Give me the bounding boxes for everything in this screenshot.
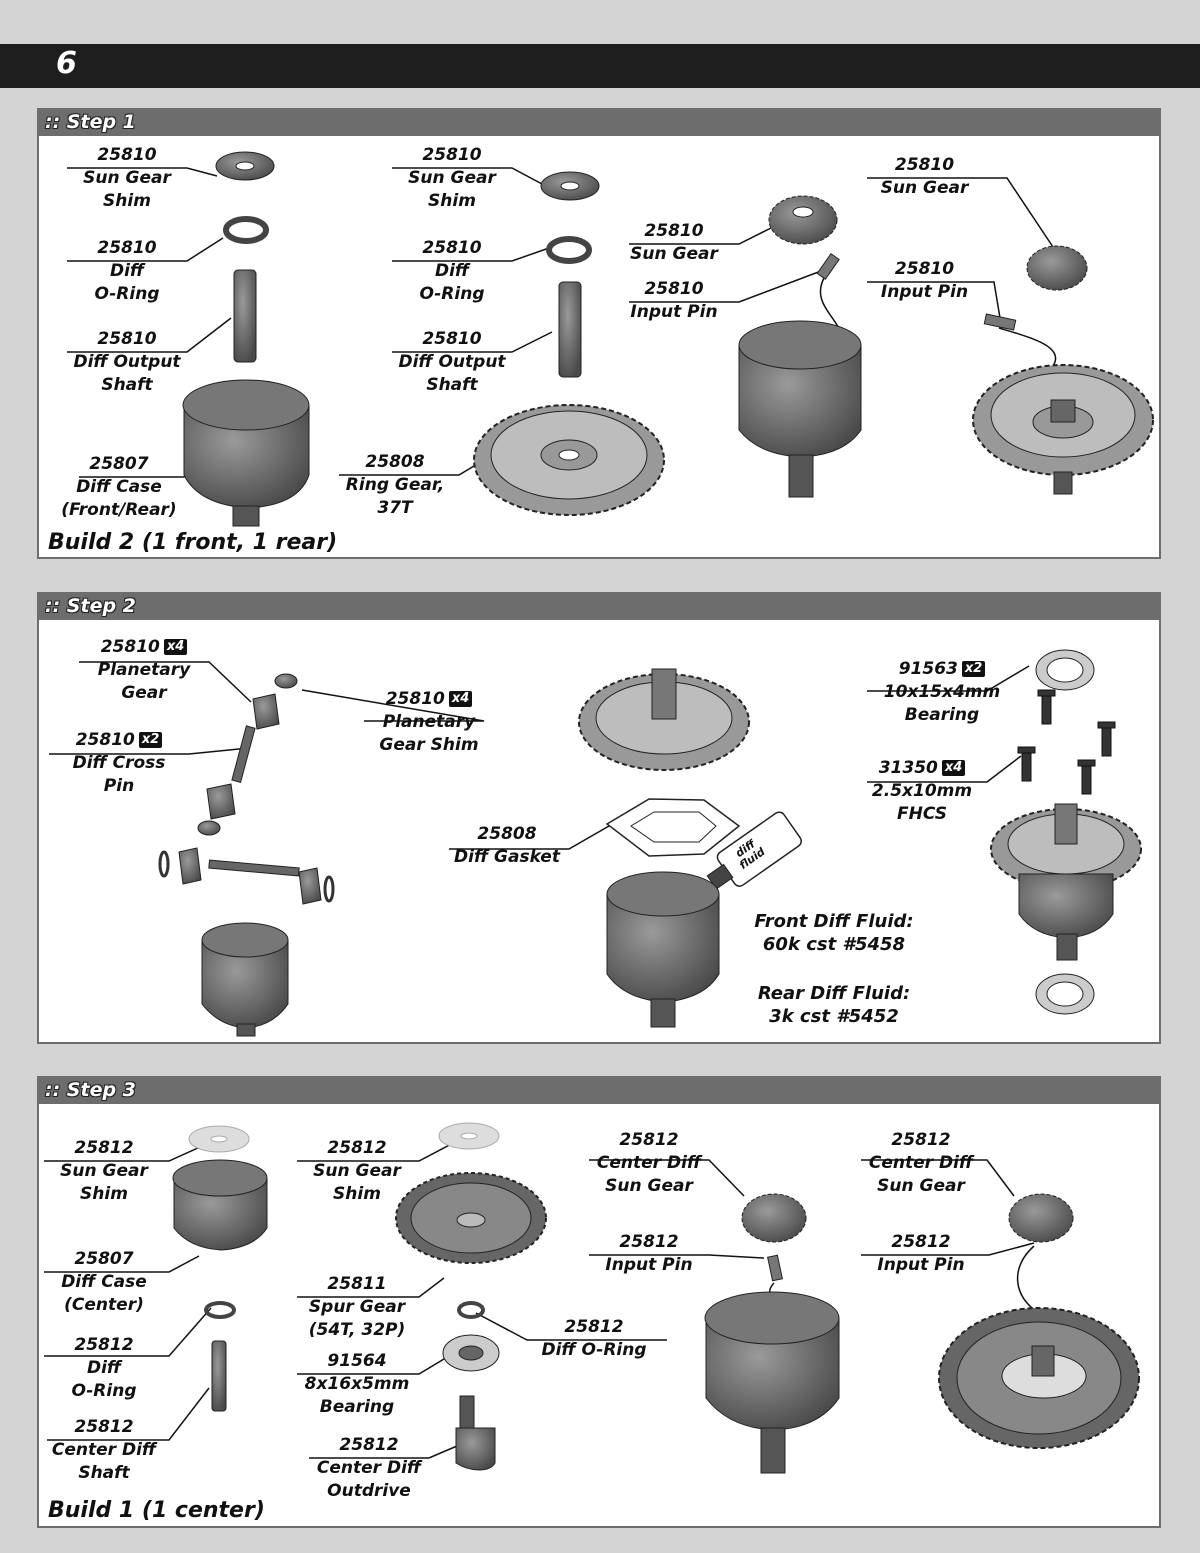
step-1-title: :: Step 1	[45, 111, 136, 133]
label-sun-gear: 25810 Sun Gear	[880, 155, 969, 198]
step-1-panel: :: Step 1	[37, 108, 1161, 559]
page-number: 6	[56, 46, 77, 81]
label-diff-case: 25807 Diff Case (Front/Rear)	[61, 454, 177, 520]
label-spur-gear: 25811 Spur Gear (54T, 32P)	[308, 1274, 406, 1340]
label-diff-case-center: 25807 Diff Case (Center)	[61, 1249, 147, 1315]
label-sun-gear: 25810 Sun Gear	[630, 221, 718, 264]
label-center-diff-outdrive: 25812 Center Diff Outdrive	[316, 1435, 422, 1501]
label-center-diff-sun-gear: 25812 Center Diff Sun Gear	[596, 1130, 702, 1196]
label-input-pin: 25810 Input Pin	[880, 259, 969, 302]
label-center-diff-sun-gear: 25812 Center Diff Sun Gear	[868, 1130, 974, 1196]
label-diff-o-ring: 25810 Diff O-Ring	[419, 238, 485, 304]
step-3-panel: :: Step 3	[37, 1076, 1161, 1528]
label-diff-o-ring: 25812 Diff O-Ring	[541, 1317, 647, 1360]
label-diff-o-ring: 25812 Diff O-Ring	[71, 1335, 137, 1401]
step-2-title: :: Step 2	[45, 595, 136, 617]
label-diff-output-shaft: 25810 Diff Output Shaft	[73, 329, 181, 395]
label-ring-gear: 25808 Ring Gear, 37T	[345, 452, 445, 518]
step-2-header: :: Step 2	[39, 594, 1159, 620]
label-input-pin: 25812 Input Pin	[877, 1232, 965, 1275]
label-input-pin: 25810 Input Pin	[630, 279, 718, 322]
page-header-bar: 6	[0, 44, 1200, 88]
build-note: Build 1 (1 center)	[48, 1498, 265, 1523]
rear-diff-fluid-note: Rear Diff Fluid:3k cst #5452	[757, 983, 911, 1027]
step-3-header: :: Step 3	[39, 1078, 1159, 1104]
label-diff-output-shaft: 25810 Diff Output Shaft	[398, 329, 506, 395]
step-2-panel: :: Step 2	[37, 592, 1161, 1044]
label-diff-o-ring: 25810 Diff O-Ring	[94, 238, 160, 304]
front-diff-fluid-note: Front Diff Fluid:60k cst #5458	[754, 911, 914, 955]
label-sun-gear-shim: 25812 Sun Gear Shim	[313, 1138, 401, 1204]
step-3-illustration	[44, 1122, 1140, 1474]
step-1-header: :: Step 1	[39, 110, 1159, 136]
label-bearing: 91564 8x16x5mm Bearing	[304, 1351, 410, 1417]
step-1-illustration	[67, 151, 1154, 527]
label-sun-gear-shim: 25810 Sun Gear Shim	[83, 145, 171, 211]
build-note: Build 2 (1 front, 1 rear)	[48, 530, 338, 555]
label-sun-gear-shim: 25810 Sun Gear Shim	[408, 145, 496, 211]
label-sun-gear-shim: 25812 Sun Gear Shim	[60, 1138, 148, 1204]
step-3-title: :: Step 3	[45, 1079, 136, 1101]
step-2-illustration	[49, 649, 1142, 1037]
label-input-pin: 25812 Input Pin	[605, 1232, 693, 1275]
label-center-diff-shaft: 25812 Center Diff Shaft	[51, 1417, 157, 1483]
label-diff-gasket: 25808 Diff Gasket	[454, 824, 560, 867]
